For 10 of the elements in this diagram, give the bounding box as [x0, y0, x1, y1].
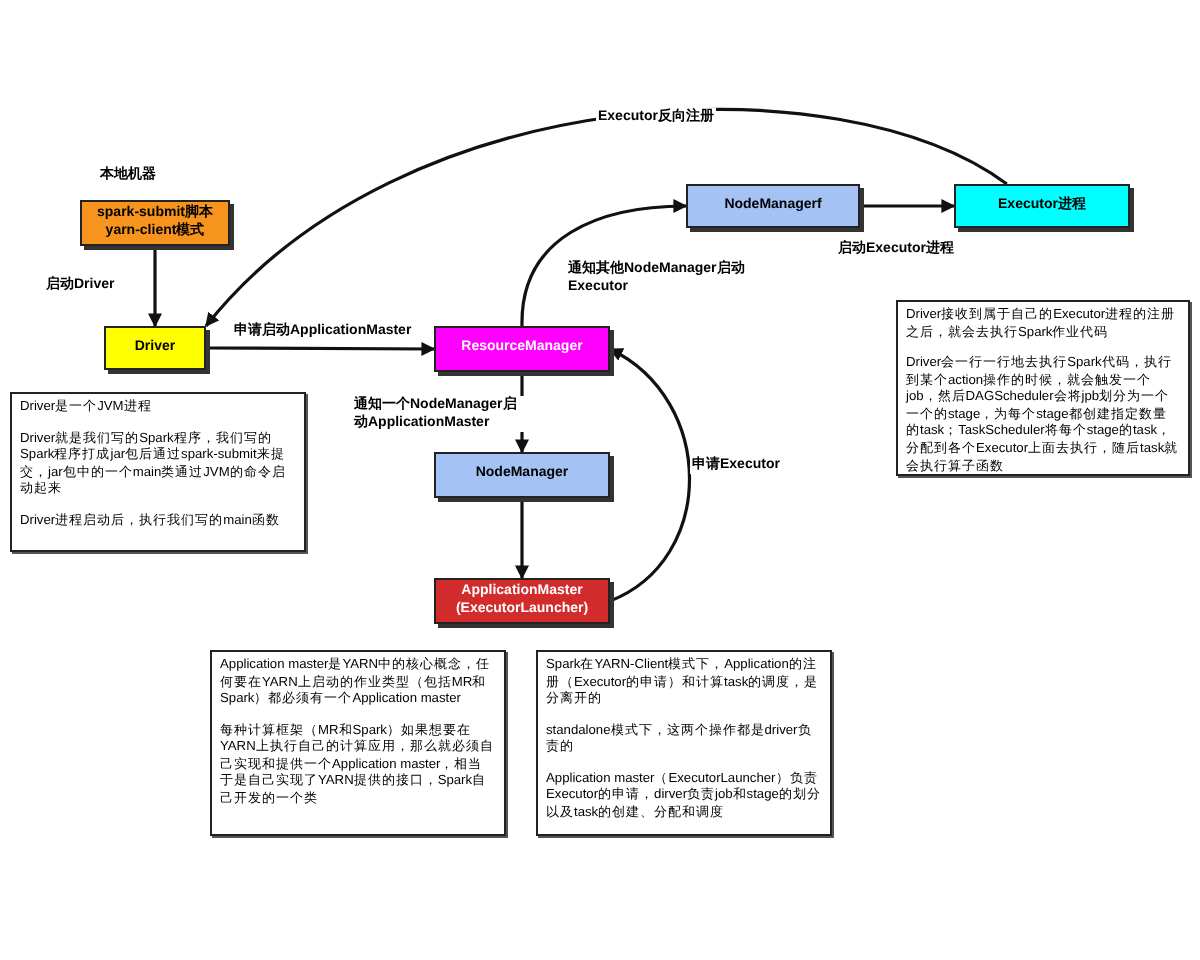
note-box [896, 300, 1190, 476]
arrow [206, 341, 436, 356]
note-box [536, 650, 832, 836]
note-box [210, 650, 506, 836]
arrow [515, 498, 529, 580]
note-box [10, 392, 306, 552]
arrow [520, 199, 688, 327]
arrow [608, 347, 691, 603]
arrow [148, 246, 162, 328]
arrow [860, 199, 956, 213]
